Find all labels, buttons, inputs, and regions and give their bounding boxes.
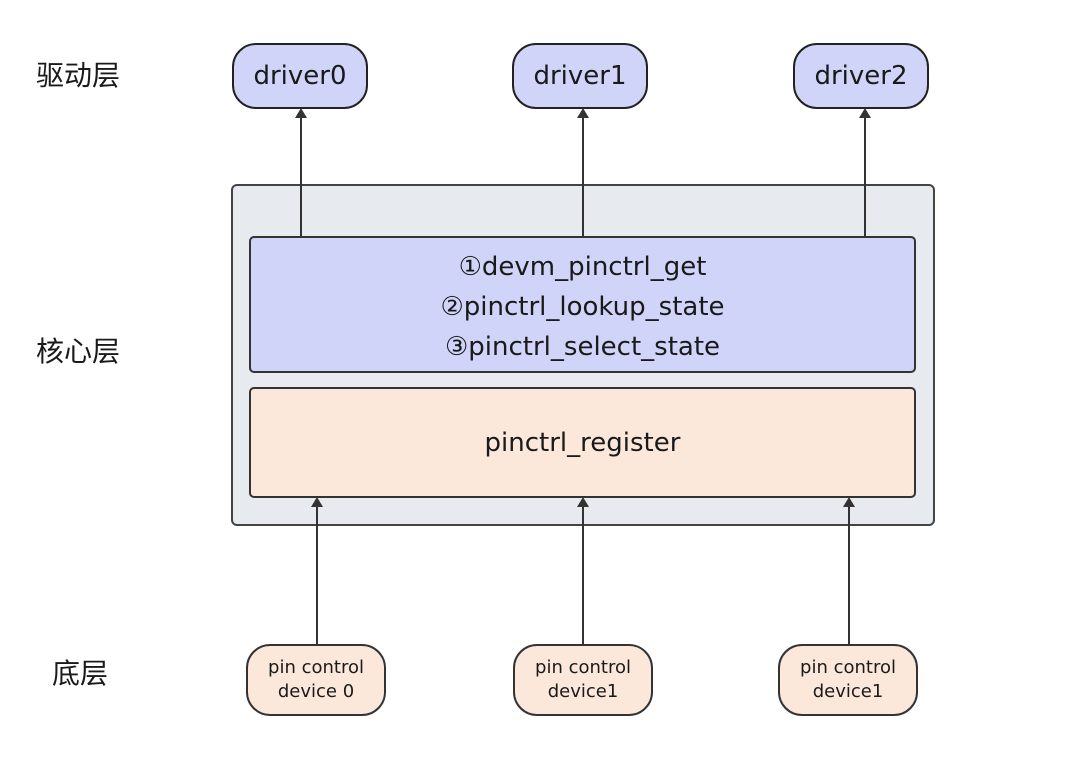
driver-node-2: driver2 bbox=[793, 43, 929, 109]
device-1-line2: device1 bbox=[547, 681, 619, 702]
pin-control-device-1: pin control device1 bbox=[513, 644, 653, 716]
device-2-line2: device1 bbox=[812, 681, 884, 702]
device-1-line1: pin control bbox=[535, 657, 631, 678]
pin-control-device-0: pin control device 0 bbox=[246, 644, 386, 716]
pinctrl-register-box: pinctrl_register bbox=[249, 387, 916, 498]
layer-label-core: 核心层 bbox=[36, 335, 121, 368]
driver-node-1: driver1 bbox=[512, 43, 648, 109]
pinctrl-api-box: ①devm_pinctrl_get ②pinctrl_lookup_state … bbox=[249, 236, 916, 373]
device-2-line1: pin control bbox=[800, 657, 896, 678]
api-line-pinctrl-select-state: ③pinctrl_select_state bbox=[444, 332, 721, 362]
api-line-devm-pinctrl-get: ①devm_pinctrl_get bbox=[458, 252, 707, 282]
device-0-line1: pin control bbox=[268, 657, 364, 678]
driver-node-0: driver0 bbox=[232, 43, 368, 109]
api-line-pinctrl-lookup-state: ②pinctrl_lookup_state bbox=[440, 292, 725, 322]
pin-control-device-2: pin control device1 bbox=[778, 644, 918, 716]
device-0-line2: device 0 bbox=[277, 681, 355, 702]
layer-label-driver: 驱动层 bbox=[36, 59, 121, 92]
layer-label-bottom: 底层 bbox=[52, 657, 109, 690]
